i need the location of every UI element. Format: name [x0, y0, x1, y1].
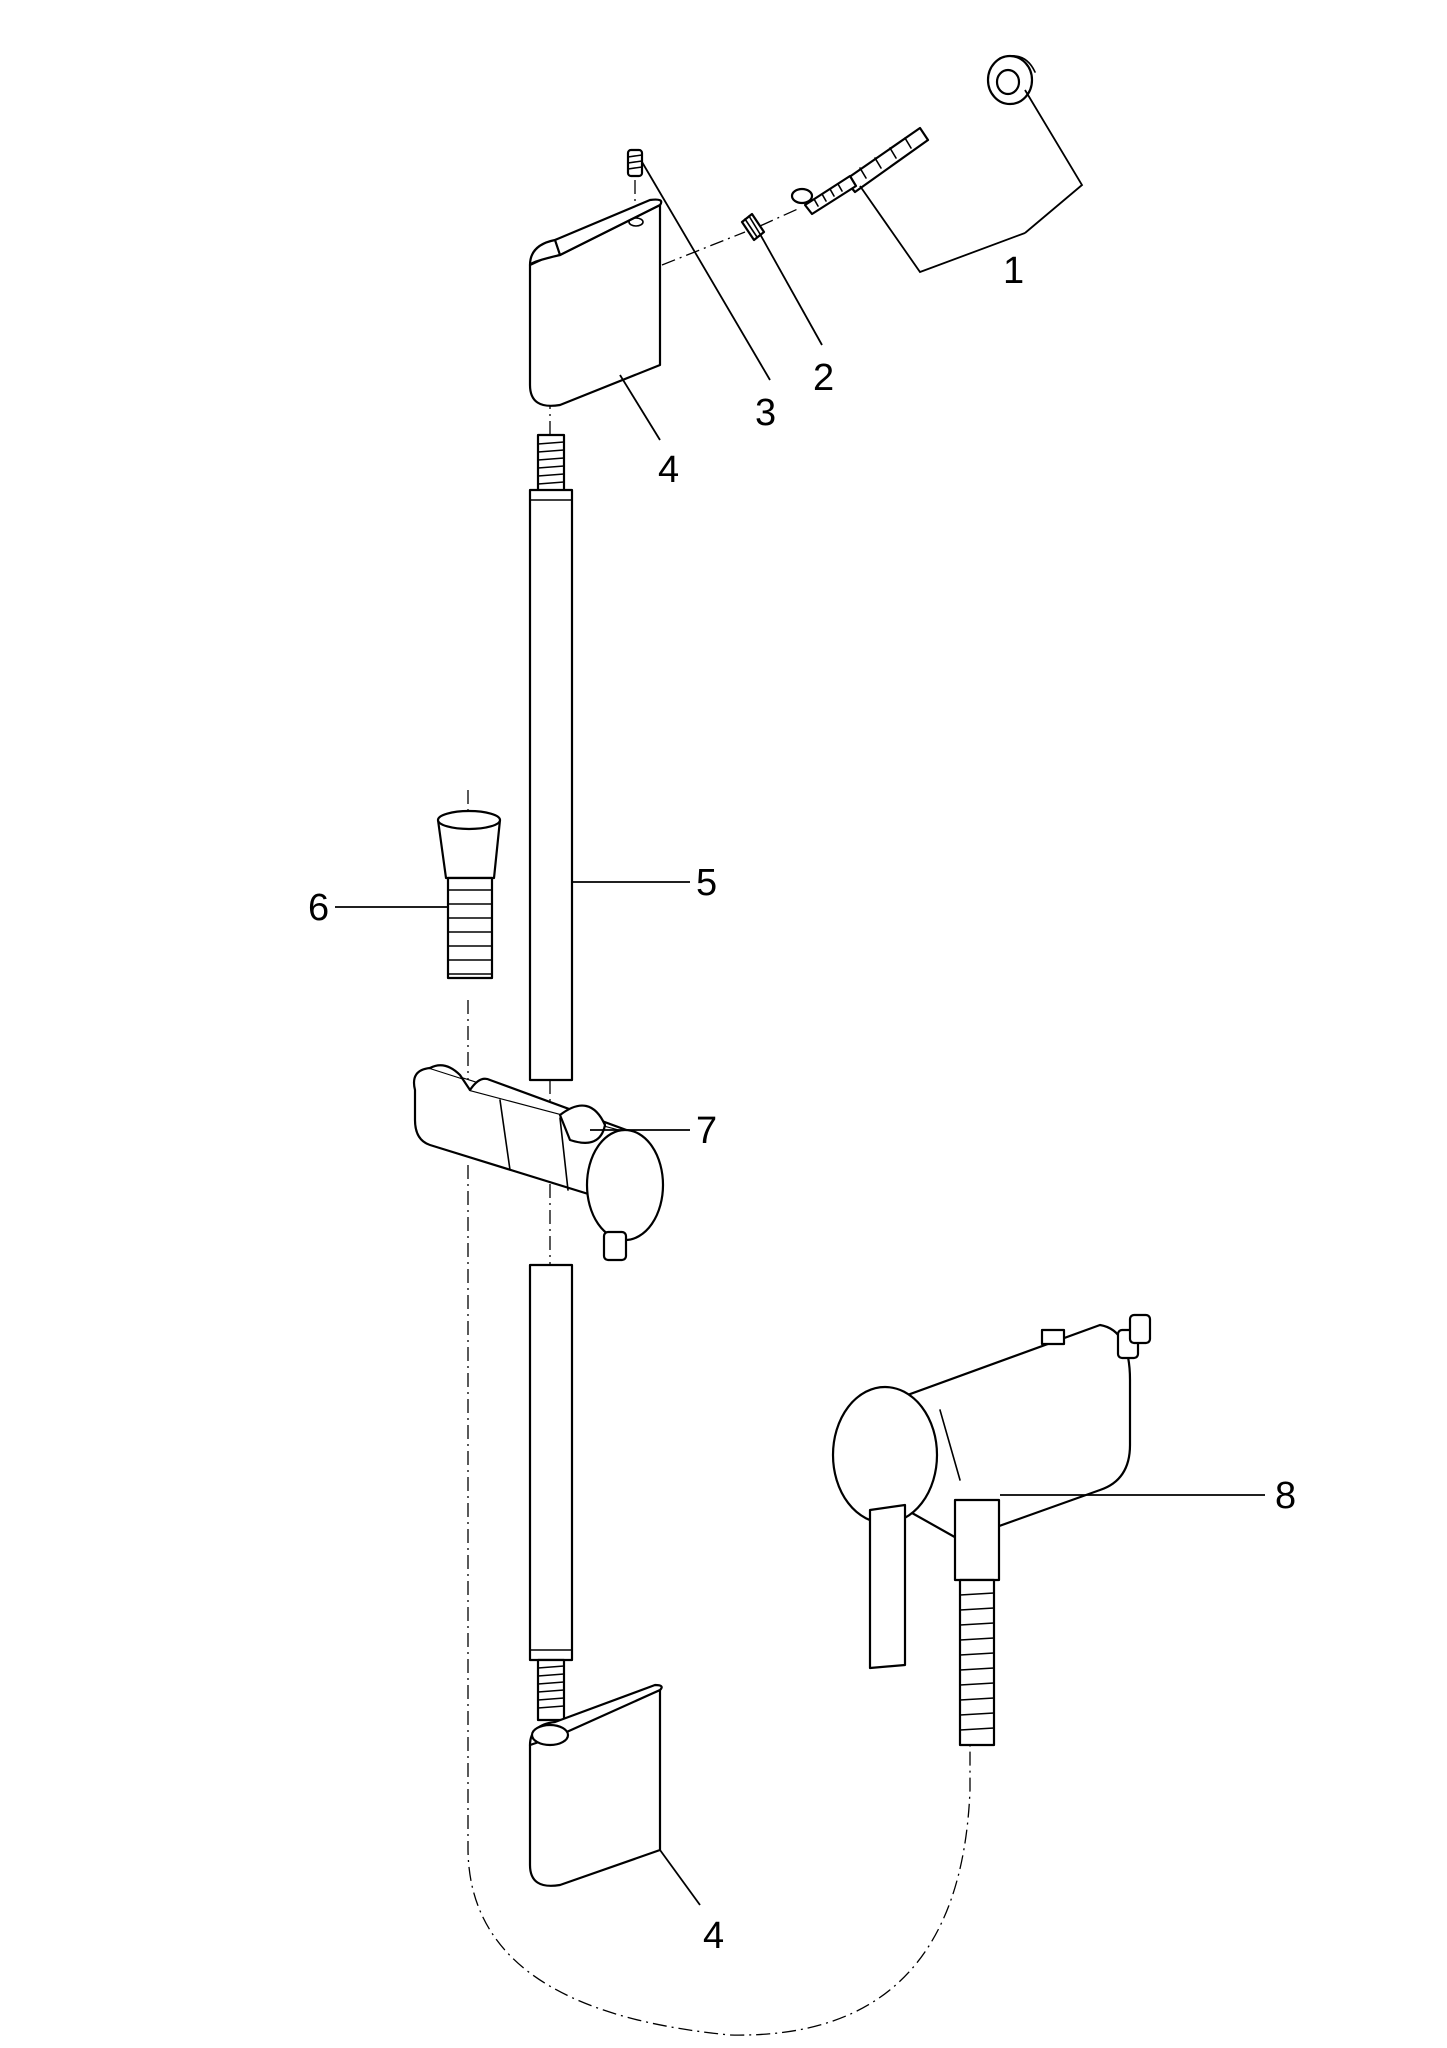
part-4-bottom-wall-bracket: [528, 1683, 663, 1887]
callout-6: 6: [308, 887, 329, 929]
callout-4-top: 4: [658, 449, 679, 491]
threaded-stud-bottom: [536, 1658, 566, 1722]
callout-3: 3: [755, 392, 776, 434]
threaded-stud-top: [536, 433, 566, 497]
part-1-wall-anchor: [790, 54, 1036, 216]
part-7-slider-holder: [412, 1064, 665, 1262]
part-5-rail: [528, 488, 574, 1662]
part-2-set-screw: [740, 212, 766, 242]
part-4-top-wall-bracket: [528, 198, 663, 407]
part-8-wall-mixer: [831, 1313, 1152, 1747]
callout-2: 2: [813, 357, 834, 399]
part-3-grub-screw: [626, 148, 644, 178]
leader-lines: [335, 89, 1265, 1906]
callout-labels: 1 2 3 4 5 6 7 8 4: [308, 250, 1296, 1957]
callout-4-bottom: 4: [703, 1915, 724, 1957]
part-6-hose-connector: [436, 809, 502, 980]
callout-5: 5: [696, 862, 717, 904]
callout-1: 1: [1003, 250, 1024, 292]
callout-7: 7: [696, 1110, 717, 1152]
callout-8: 8: [1275, 1475, 1296, 1517]
